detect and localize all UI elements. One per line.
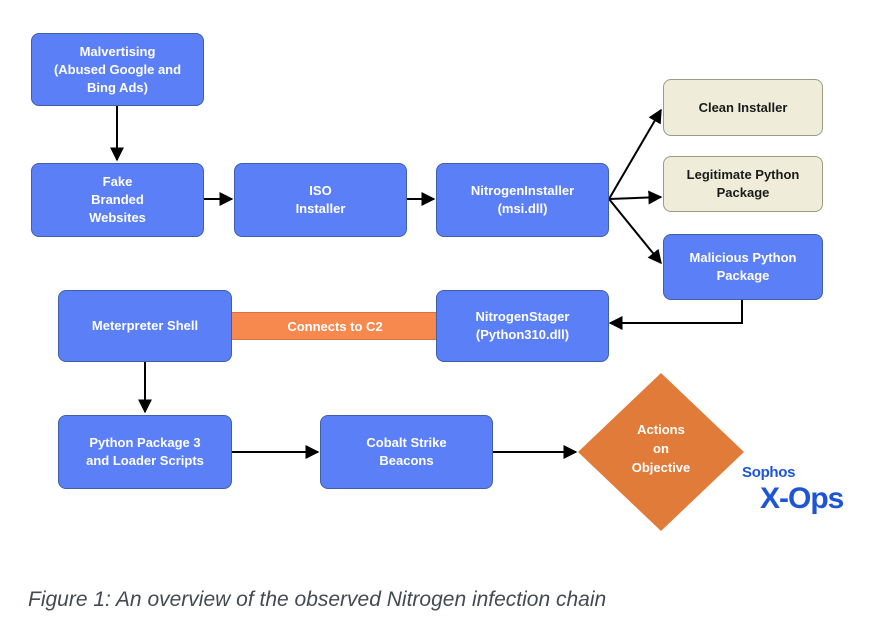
actions-on-objective-label: Actions on Objective: [631, 421, 691, 475]
connects-to-c2-bar: Connects to C2: [231, 312, 439, 340]
meterpreter-shell-node: Meterpreter Shell: [58, 290, 232, 362]
xops-logo-text: X-Ops: [760, 482, 844, 515]
arrow-to-legit-python: [608, 190, 663, 205]
fake-websites-node: Fake Branded Websites: [31, 163, 204, 237]
iso-installer-node: ISO Installer: [234, 163, 407, 237]
arrow-to-malicious-python: [608, 198, 662, 265]
malicious-python-node: Malicious Python Package: [663, 234, 823, 300]
nitrogen-installer-node: NitrogenInstaller (msi.dll): [436, 163, 609, 237]
figure-caption: Figure 1: An overview of the observed Ni…: [28, 588, 607, 611]
python-package-3-node: Python Package 3 and Loader Scripts: [58, 415, 232, 489]
clean-installer-node: Clean Installer: [663, 79, 823, 136]
arrow-malicious-to-stager: [608, 299, 743, 330]
nitrogen-stager-node: NitrogenStager (Python310.dll): [436, 290, 609, 362]
actions-diamond: [578, 373, 744, 531]
arrow-to-clean-installer: [608, 108, 662, 200]
cobalt-strike-node: Cobalt Strike Beacons: [320, 415, 493, 489]
sophos-logo-text: Sophos: [742, 464, 796, 481]
legitimate-python-node: Legitimate Python Package: [663, 156, 823, 212]
malvertising-node: Malvertising (Abused Google and Bing Ads…: [31, 33, 204, 106]
